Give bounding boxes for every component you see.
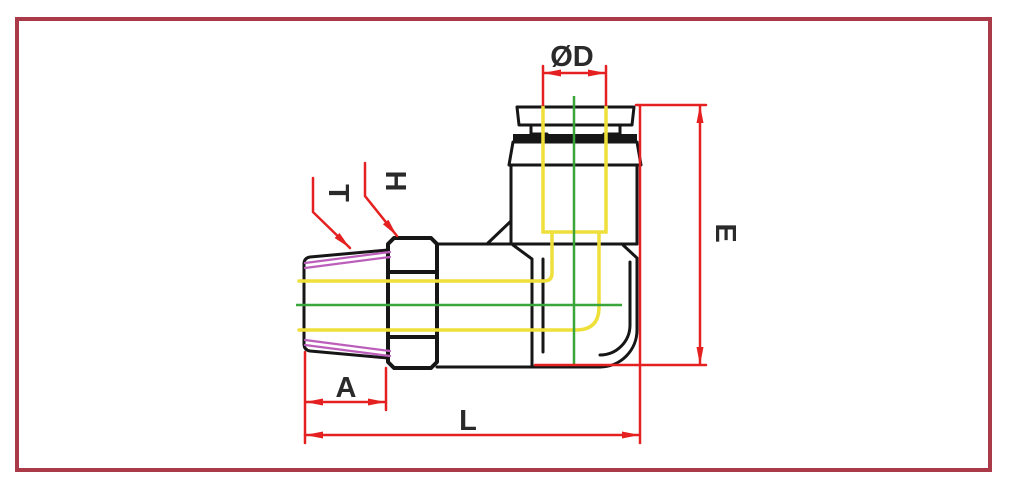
fillet-line: [486, 219, 513, 245]
dim-label-l: L: [459, 405, 477, 437]
l-arrow-left: [305, 431, 323, 439]
leader-label-h: H: [379, 171, 411, 192]
thread-line-top-inner: [303, 255, 392, 270]
dimension-a: [303, 350, 388, 445]
release-collar: [515, 105, 636, 127]
l-arrow-right: [622, 431, 640, 439]
bore-inner-path: [297, 230, 554, 283]
dim-label-od: ØD: [550, 41, 594, 73]
l-dimension-lines: [303, 104, 642, 445]
od-arrow-right: [588, 69, 606, 77]
a-arrow-left: [305, 398, 323, 406]
od-arrow-left: [543, 69, 561, 77]
leader-h: [363, 161, 399, 238]
thread-line-bottom-outer: [303, 343, 392, 358]
thread-line-top-outer: [303, 250, 392, 265]
thread-line-bottom-inner: [303, 338, 392, 353]
e-arrow-bottom: [696, 347, 704, 365]
thread-lines: [303, 250, 392, 358]
bore-outer-path: [297, 230, 601, 332]
e-arrow-top: [696, 105, 704, 123]
dim-label-e: E: [709, 223, 741, 242]
dim-label-a: A: [336, 372, 357, 404]
hex-nut: [386, 236, 439, 370]
h-leader-arrow: [382, 219, 397, 236]
leader-t: [311, 176, 352, 250]
elbow-inner-corner: [598, 260, 632, 357]
dimension-l: [303, 104, 642, 445]
t-leader-arrow: [334, 232, 350, 248]
dimension-e: [533, 103, 708, 367]
leader-label-t: T: [322, 184, 354, 202]
e-dimension-lines: [533, 103, 708, 367]
dimension-od: [541, 64, 608, 107]
centerlines: [296, 96, 622, 366]
elbow-inner-left: [511, 243, 534, 369]
drawing-border: [15, 17, 992, 472]
a-arrow-right: [368, 398, 386, 406]
